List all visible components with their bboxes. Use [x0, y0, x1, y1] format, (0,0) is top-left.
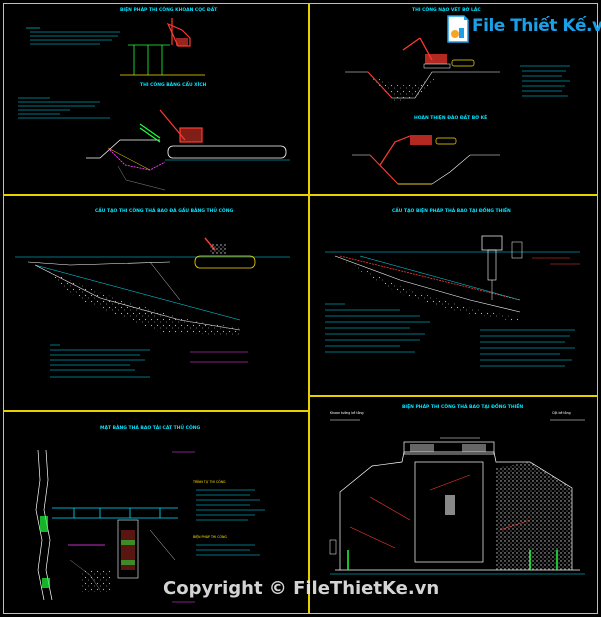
panel-3-title: CẤU TẠO THI CÔNG THẢ BAO ĐÁ GẦU BẰNG THỦ… — [95, 209, 234, 214]
panel-1-drawing — [18, 18, 290, 191]
panel-6-drawing — [329, 419, 585, 575]
panel-2-subtitle: HOÀN THIỆN ĐÀO ĐẤT BỜ KÊ — [414, 116, 488, 121]
panel-2-title: THI CÔNG NẠO VÉT BỜ LẮC — [412, 8, 481, 13]
panel-1-subtitle: THI CÔNG BẰNG CẨU XÍCH — [140, 83, 207, 88]
brand-name: File Thiết Kế.vn — [472, 16, 601, 36]
brand-logo: File Thiết Kế.vn — [446, 12, 601, 46]
panel-6-title: BIỆN PHÁP THI CÔNG THẢ BAO TẠI ĐỒNG THIỀ… — [402, 405, 524, 410]
panel-mid-right — [309, 195, 598, 396]
panel-bottom-right — [309, 396, 598, 614]
panel-4-drawing — [325, 235, 580, 367]
panel-5-notes-title: TRÌNH TỰ THI CÔNG — [193, 480, 226, 484]
panel-top-right — [309, 3, 598, 195]
panel-6-label-right: Cột bê tông — [552, 411, 571, 415]
panel-4-title: CẤU TẠO BIỆN PHÁP THẢ BAO TẠI ĐỒNG THIỀN — [392, 209, 511, 214]
panel-3-drawing — [15, 237, 290, 378]
panel-bottom-left — [3, 411, 309, 614]
logo-icon — [447, 15, 469, 43]
panel-2-drawing — [345, 37, 570, 185]
copyright-watermark: Copyright © FileThietKe.vn — [163, 578, 440, 599]
panel-5-notes2-title: BIỆN PHÁP THI CÔNG — [193, 535, 227, 539]
panel-mid-left — [3, 195, 309, 411]
panel-top-left — [3, 3, 309, 195]
panel-6-label-left: Khoan tường bê tông — [330, 411, 364, 415]
panel-5-drawing — [35, 449, 265, 603]
panel-1-title: BIỆN PHÁP THI CÔNG KHOAN CỌC ĐẤT — [120, 8, 218, 13]
panel-5-title: MẶT BẰNG THẢ BAO TẢI CÁT THỦ CÔNG — [100, 426, 201, 431]
